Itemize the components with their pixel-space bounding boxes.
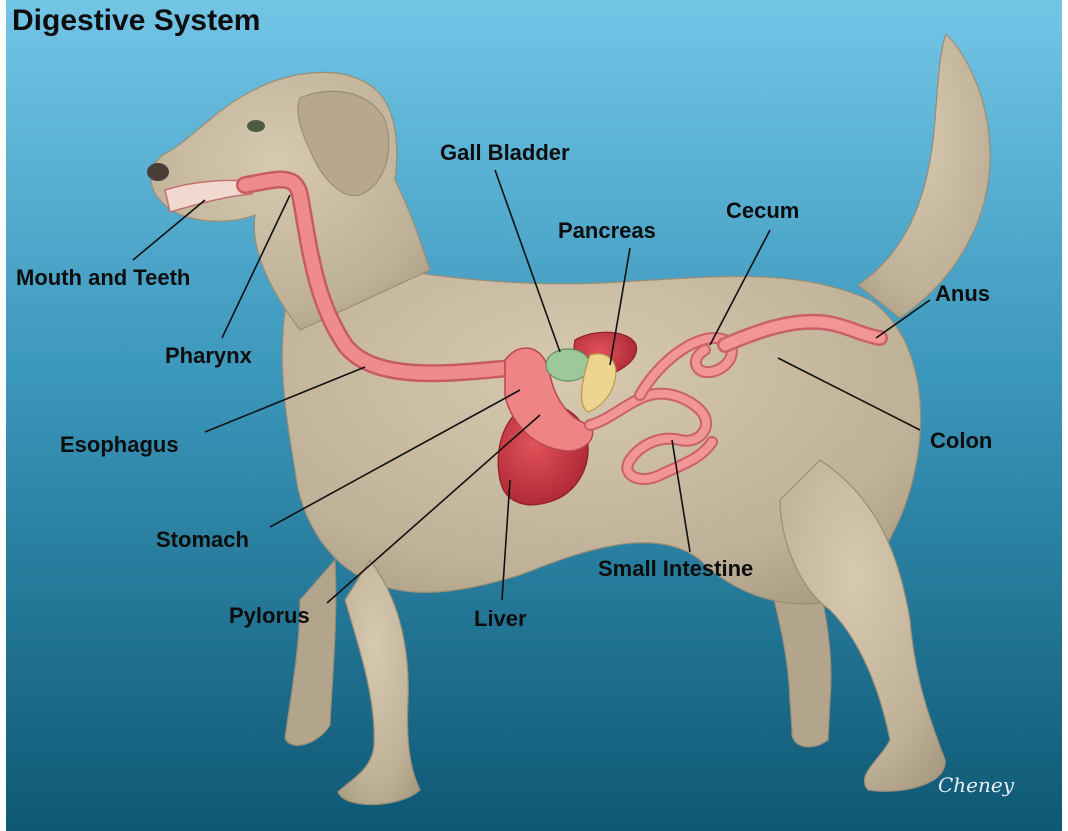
- label-esophagus: Esophagus: [60, 432, 179, 457]
- dog-nose: [147, 163, 169, 181]
- dog-eye: [247, 120, 265, 132]
- label-liver: Liver: [474, 606, 527, 631]
- label-pharynx: Pharynx: [165, 343, 253, 368]
- label-gall-bladder: Gall Bladder: [440, 140, 570, 165]
- label-pylorus: Pylorus: [229, 603, 310, 628]
- label-small-intestine: Small Intestine: [598, 556, 753, 581]
- label-cecum: Cecum: [726, 198, 799, 223]
- label-anus: Anus: [935, 281, 990, 306]
- label-mouth-teeth: Mouth and Teeth: [16, 265, 190, 290]
- label-stomach: Stomach: [156, 527, 249, 552]
- artist-signature: Cheney: [938, 773, 1015, 797]
- label-pancreas: Pancreas: [558, 218, 656, 243]
- diagram-title: Digestive System: [12, 4, 260, 37]
- label-colon: Colon: [930, 428, 992, 453]
